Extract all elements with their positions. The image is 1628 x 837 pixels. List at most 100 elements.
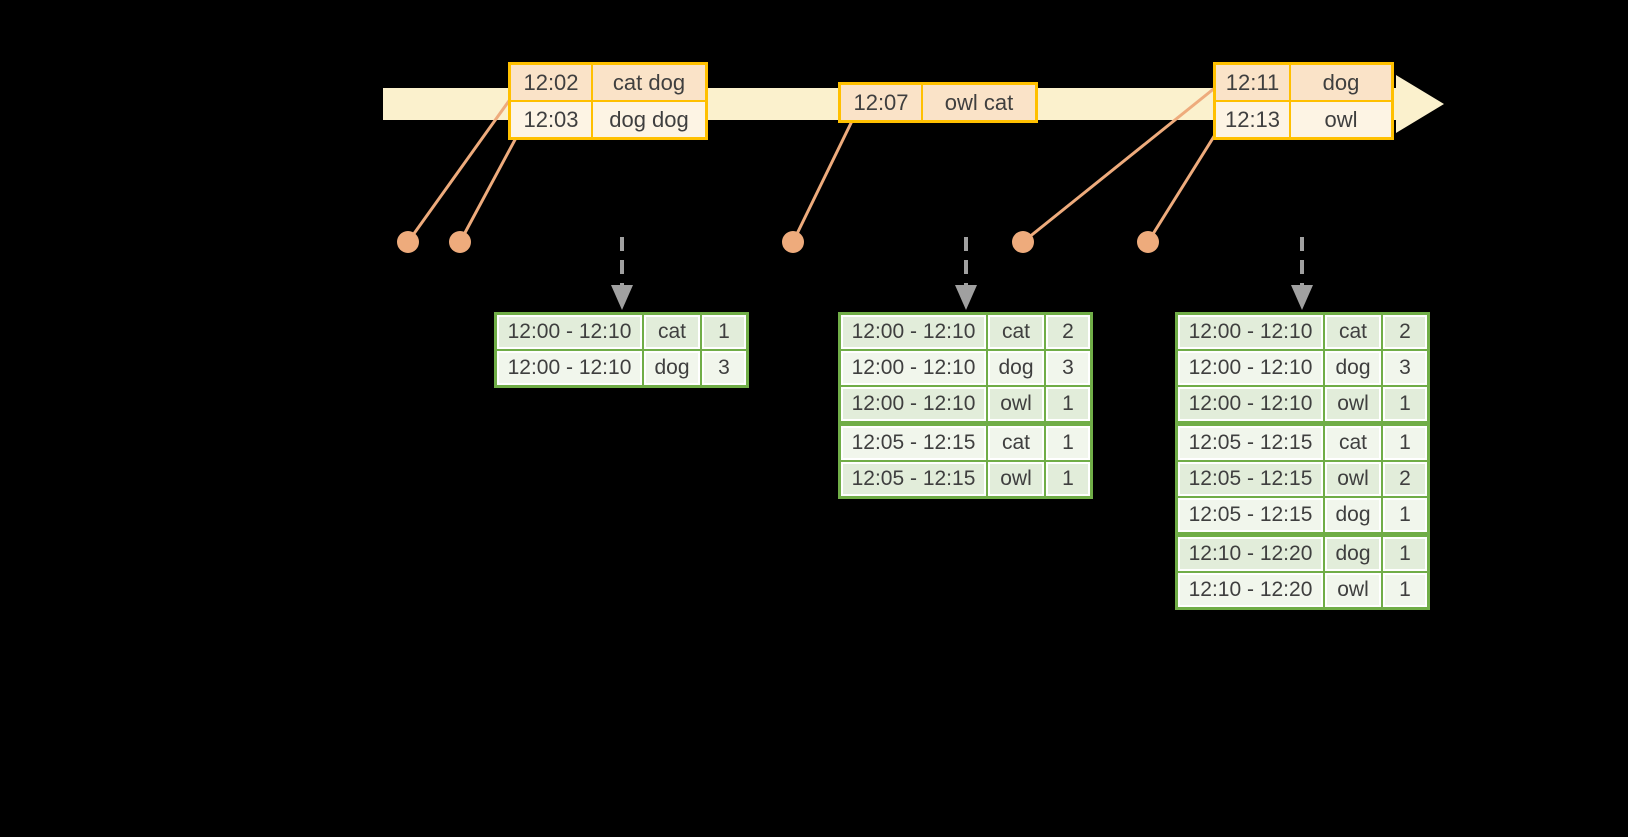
event-time: 12:02 (511, 65, 591, 100)
count: 1 (1383, 426, 1427, 460)
result-row: 12:10 - 12:20 dog 1 (1178, 537, 1427, 571)
window-range: 12:10 - 12:20 (1178, 573, 1323, 607)
event-connector-line (1146, 129, 1220, 243)
count: 1 (1046, 426, 1090, 460)
window-range: 12:00 - 12:10 (841, 351, 986, 385)
word: owl (988, 387, 1044, 421)
window-range: 12:05 - 12:15 (841, 462, 986, 496)
count: 1 (1046, 462, 1090, 496)
event-connector-line (791, 120, 854, 243)
word: cat (1325, 426, 1381, 460)
event-words: dog (1291, 65, 1391, 100)
result-row: 12:05 - 12:15 cat 1 (1178, 426, 1427, 460)
word: owl (1325, 462, 1381, 496)
event-connector-line (458, 135, 519, 243)
count: 1 (702, 315, 746, 349)
event-words: owl cat (923, 85, 1035, 120)
event-dot (1012, 231, 1034, 253)
word: owl (1325, 387, 1381, 421)
window-range: 12:10 - 12:20 (1178, 537, 1323, 571)
event-time: 12:13 (1216, 102, 1289, 137)
word: dog (988, 351, 1044, 385)
window-range: 12:00 - 12:10 (1178, 351, 1323, 385)
word: cat (988, 315, 1044, 349)
event-connector-line (1022, 85, 1217, 244)
count: 3 (702, 351, 746, 385)
event-connector-line (406, 97, 513, 243)
event-dot (397, 231, 419, 253)
event-row: 12:13 owl (1216, 102, 1391, 137)
count: 1 (1383, 387, 1427, 421)
window-range: 12:00 - 12:10 (841, 315, 986, 349)
window-group: 12:05 - 12:15 cat 1 12:05 - 12:15 owl 2 … (1178, 426, 1427, 532)
word: cat (988, 426, 1044, 460)
result-row: 12:00 - 12:10 cat 2 (841, 315, 1090, 349)
trigger-arrow-icon (611, 237, 633, 310)
trigger-arrow-icon (1291, 237, 1313, 310)
count: 1 (1046, 387, 1090, 421)
count: 1 (1383, 498, 1427, 532)
result-row: 12:00 - 12:10 dog 3 (497, 351, 746, 385)
word: cat (1325, 315, 1381, 349)
result-row: 12:05 - 12:15 owl 2 (1178, 462, 1427, 496)
event-dot (1137, 231, 1159, 253)
result-row: 12:00 - 12:10 cat 2 (1178, 315, 1427, 349)
event-dot (782, 231, 804, 253)
event-table-batch-1: 12:02 cat dog 12:03 dog dog (508, 62, 708, 140)
window-range: 12:00 - 12:10 (497, 351, 642, 385)
event-time: 12:11 (1216, 65, 1289, 100)
event-words: cat dog (593, 65, 705, 100)
result-table-1: 12:00 - 12:10 cat 1 12:00 - 12:10 dog 3 (494, 312, 749, 388)
window-range: 12:00 - 12:10 (1178, 387, 1323, 421)
result-row: 12:10 - 12:20 owl 1 (1178, 573, 1427, 607)
window-group: 12:05 - 12:15 cat 1 12:05 - 12:15 owl 1 (841, 426, 1090, 496)
event-words: owl (1291, 102, 1391, 137)
trigger-arrow-icon (955, 237, 977, 310)
result-row: 12:00 - 12:10 owl 1 (1178, 387, 1427, 421)
word: dog (1325, 351, 1381, 385)
event-dot (449, 231, 471, 253)
result-row: 12:00 - 12:10 dog 3 (841, 351, 1090, 385)
count: 1 (1383, 573, 1427, 607)
event-time: 12:03 (511, 102, 591, 137)
word: dog (1325, 537, 1381, 571)
event-table-batch-2: 12:07 owl cat (838, 82, 1038, 123)
window-range: 12:00 - 12:10 (497, 315, 642, 349)
window-group: 12:00 - 12:10 cat 1 12:00 - 12:10 dog 3 (497, 315, 746, 385)
word: dog (644, 351, 700, 385)
word: cat (644, 315, 700, 349)
count: 2 (1383, 315, 1427, 349)
event-row: 12:07 owl cat (841, 85, 1035, 120)
result-row: 12:00 - 12:10 dog 3 (1178, 351, 1427, 385)
count: 3 (1046, 351, 1090, 385)
count: 3 (1383, 351, 1427, 385)
event-table-batch-3: 12:11 dog 12:13 owl (1213, 62, 1394, 140)
window-group: 12:10 - 12:20 dog 1 12:10 - 12:20 owl 1 (1178, 537, 1427, 607)
count: 1 (1383, 537, 1427, 571)
event-row: 12:02 cat dog (511, 65, 705, 100)
result-table-2: 12:00 - 12:10 cat 2 12:00 - 12:10 dog 3 … (838, 312, 1093, 499)
result-row: 12:05 - 12:15 dog 1 (1178, 498, 1427, 532)
result-row: 12:05 - 12:15 cat 1 (841, 426, 1090, 460)
count: 2 (1383, 462, 1427, 496)
result-row: 12:00 - 12:10 owl 1 (841, 387, 1090, 421)
word: dog (1325, 498, 1381, 532)
word: owl (988, 462, 1044, 496)
window-range: 12:00 - 12:10 (1178, 315, 1323, 349)
result-table-3: 12:00 - 12:10 cat 2 12:00 - 12:10 dog 3 … (1175, 312, 1430, 610)
window-range: 12:05 - 12:15 (1178, 498, 1323, 532)
event-row: 12:03 dog dog (511, 102, 705, 137)
window-group: 12:00 - 12:10 cat 2 12:00 - 12:10 dog 3 … (841, 315, 1090, 421)
result-row: 12:05 - 12:15 owl 1 (841, 462, 1090, 496)
window-range: 12:05 - 12:15 (841, 426, 986, 460)
word: owl (1325, 573, 1381, 607)
window-range: 12:05 - 12:15 (1178, 462, 1323, 496)
window-range: 12:00 - 12:10 (841, 387, 986, 421)
event-row: 12:11 dog (1216, 65, 1391, 100)
result-row: 12:00 - 12:10 cat 1 (497, 315, 746, 349)
window-group: 12:00 - 12:10 cat 2 12:00 - 12:10 dog 3 … (1178, 315, 1427, 421)
event-time: 12:07 (841, 85, 921, 120)
count: 2 (1046, 315, 1090, 349)
timeline-arrowhead-icon (1396, 75, 1444, 133)
